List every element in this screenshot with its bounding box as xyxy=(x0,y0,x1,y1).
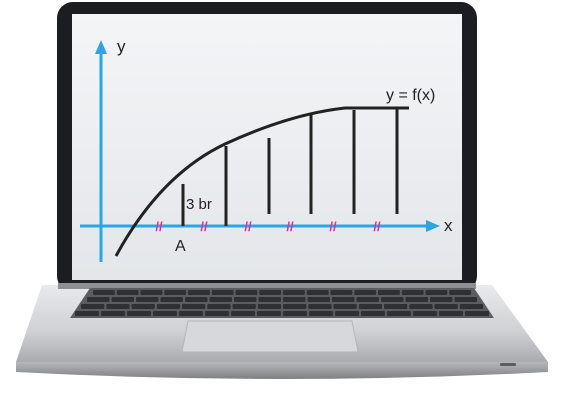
keyboard-key xyxy=(283,290,305,295)
segment-label: 3 br xyxy=(186,196,212,213)
keyboard-key xyxy=(405,297,428,302)
keyboard-key xyxy=(307,297,330,302)
keyboard-key xyxy=(207,304,231,309)
keyboard-key xyxy=(131,304,155,309)
keyboard-key xyxy=(387,311,411,316)
keyboard-key xyxy=(465,311,489,316)
keyboard-key xyxy=(188,290,210,295)
keyboard-well xyxy=(70,288,494,318)
keyboard-key xyxy=(361,311,385,316)
keyboard-key xyxy=(258,297,281,302)
keyboard-key xyxy=(283,297,306,302)
x-axis-label: x xyxy=(444,216,453,235)
keyboard-key xyxy=(306,290,329,295)
trackpad xyxy=(181,320,359,353)
keyboard-key xyxy=(257,304,282,309)
graph: // // // // // // y x y = f(x) 3 br A xyxy=(80,37,453,262)
keyboard-key xyxy=(356,297,379,302)
keyboard-key xyxy=(259,290,282,295)
keyboard-key xyxy=(330,290,353,295)
ordinate-lines xyxy=(181,108,399,226)
keyboard-key xyxy=(179,311,203,316)
tick-mark: // xyxy=(200,219,208,234)
keyboard-key xyxy=(75,311,99,316)
keyboard-key xyxy=(378,290,400,295)
function-curve xyxy=(114,106,409,257)
interval-tick-marks: // // // // // // xyxy=(155,219,381,234)
tick-mark: // xyxy=(329,219,337,234)
keyboard-key xyxy=(211,290,234,295)
keyboard-key xyxy=(81,304,105,309)
keyboard-key xyxy=(235,290,258,295)
status-led xyxy=(500,363,516,366)
keyboard-key xyxy=(160,297,183,302)
y-axis-arrow xyxy=(95,40,107,54)
keyboard-key xyxy=(182,304,206,309)
keyboard-key xyxy=(413,311,437,316)
tick-mark: // xyxy=(244,219,252,234)
keyboard-key xyxy=(185,297,208,302)
keyboard-key xyxy=(232,304,256,309)
point-label: A xyxy=(175,238,186,255)
keyboard-key xyxy=(153,311,177,316)
keyboard-key xyxy=(381,297,404,302)
keyboard-key xyxy=(425,290,448,295)
keyboard-key xyxy=(106,304,130,309)
keyboard-key xyxy=(430,297,453,302)
keyboard-key xyxy=(156,304,181,309)
keyboard-key xyxy=(308,304,332,309)
keyboard-key xyxy=(257,311,281,316)
laptop-screen xyxy=(72,14,462,280)
keyboard-key xyxy=(333,304,357,309)
keyboard-key xyxy=(335,311,359,316)
keyboard-key xyxy=(283,311,307,316)
keyboard-key xyxy=(111,297,134,302)
keyboard-key xyxy=(140,290,163,295)
keyboard-key xyxy=(439,311,463,316)
keyboard-key xyxy=(209,297,232,302)
laptop-front-edge xyxy=(16,362,548,379)
keyboard-key xyxy=(459,304,484,309)
keyboard-key xyxy=(309,311,333,316)
keyboard-key xyxy=(127,311,151,316)
keyboard-key xyxy=(93,290,115,295)
keyboard-key xyxy=(205,311,229,316)
keyboard xyxy=(70,288,494,318)
keyboard-key xyxy=(87,297,110,302)
keyboard-key xyxy=(449,290,472,295)
keyboard-key xyxy=(332,297,355,302)
keyboard-key xyxy=(234,297,257,302)
keyboard-key xyxy=(231,311,255,316)
keyboard-key xyxy=(401,290,424,295)
laptop-hinge xyxy=(58,283,476,289)
tick-mark: // xyxy=(373,219,381,234)
keyboard-key xyxy=(354,290,377,295)
curve-label: y = f(x) xyxy=(386,87,435,104)
keyboard-key xyxy=(164,290,187,295)
y-axis-label: y xyxy=(117,37,126,56)
keyboard-key xyxy=(283,304,307,309)
keyboard-key xyxy=(434,304,458,309)
keyboard-key xyxy=(101,311,125,316)
keyboard-key xyxy=(384,304,408,309)
keyboard-key xyxy=(409,304,433,309)
keyboard-key xyxy=(136,297,159,302)
tick-mark: // xyxy=(155,219,163,234)
keyboard-key xyxy=(454,297,477,302)
x-axis-arrow xyxy=(426,220,440,232)
tick-mark: // xyxy=(286,219,294,234)
keyboard-key xyxy=(358,304,383,309)
keyboard-key xyxy=(116,290,139,295)
